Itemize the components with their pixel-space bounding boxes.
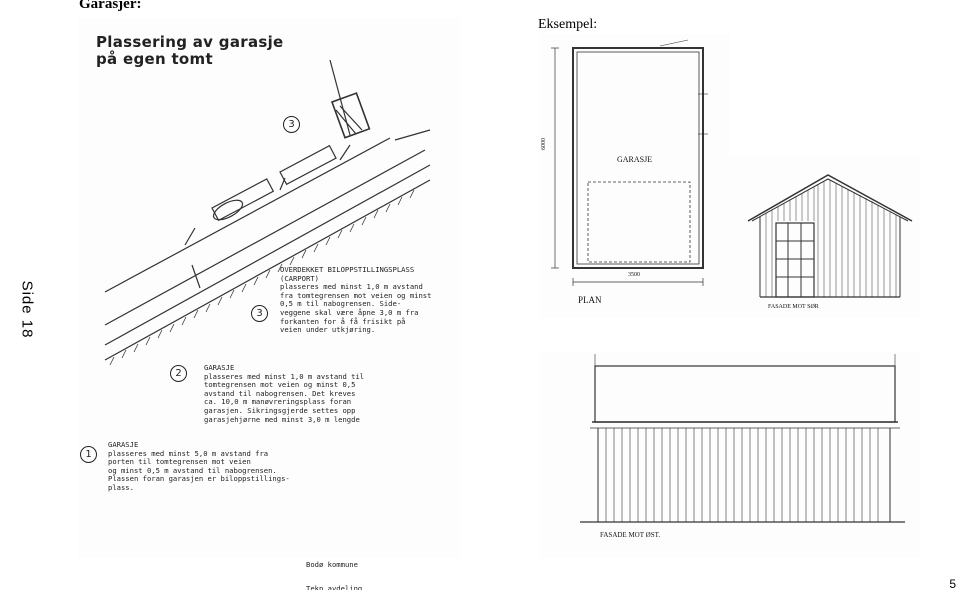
plan-drawing-panel xyxy=(540,34,730,318)
side-page-label: Side 18 xyxy=(18,280,36,339)
plan-drawing xyxy=(551,39,708,286)
note-carport: OVERDEKKET BILOPPSTILLINGSPLASS (CARPORT… xyxy=(280,265,432,335)
facade-east-label: FASADE MOT ØST. xyxy=(600,531,661,539)
site-plan-footer: Bodø kommune Tekn.avdeling xyxy=(306,545,362,598)
marker-3-top: 3 xyxy=(283,116,300,133)
marker-2: 2 xyxy=(170,365,187,382)
facade-east-panel xyxy=(540,352,920,558)
note-garage-1: GARASJE plasseres med minst 5,0 m avstan… xyxy=(108,440,290,492)
note-garage-2: GARASJE plasseres med minst 1,0 m avstan… xyxy=(204,363,365,424)
facade-south-drawing xyxy=(747,174,913,298)
site-plan-title-line-1: Plassering av garasje xyxy=(96,33,284,51)
dimension-width: 3500 xyxy=(628,272,640,278)
site-plan-scan xyxy=(78,18,460,558)
facade-south-label: FASADE MOT SØR xyxy=(768,304,819,310)
plan-label: PLAN xyxy=(578,295,602,305)
garage-plan-label: GARASJE xyxy=(617,155,653,164)
marker-3: 3 xyxy=(251,305,268,322)
site-plan-road-drawing xyxy=(104,60,431,366)
page-number: 5 xyxy=(949,577,956,591)
page-heading: Garasjer: xyxy=(79,0,142,12)
marker-1: 1 xyxy=(80,446,97,463)
example-heading: Eksempel: xyxy=(538,17,598,32)
facade-south-panel xyxy=(730,155,920,318)
site-plan-title: Plassering av garasje på egen tomt xyxy=(96,34,284,68)
facade-east-drawing xyxy=(580,354,905,523)
footer-line-1: Bodø kommune xyxy=(306,560,358,569)
dimension-length: 6000 xyxy=(541,138,547,150)
site-plan-title-line-2: på egen tomt xyxy=(96,50,213,68)
footer-line-2: Tekn.avdeling xyxy=(306,585,363,590)
